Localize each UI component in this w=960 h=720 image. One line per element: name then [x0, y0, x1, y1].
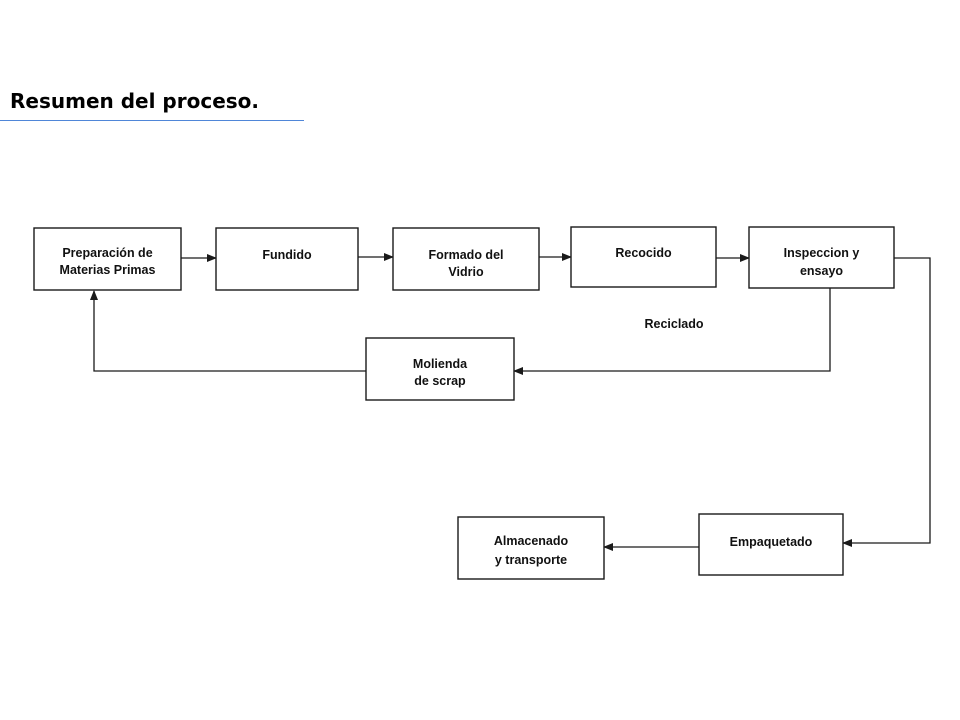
- arrow-inspeccion-to-empaquetado: [842, 257, 931, 547]
- node-empaquetado: Empaquetado: [698, 513, 844, 576]
- arrow-inspeccion-to-molienda: [513, 288, 831, 375]
- title-underline: [0, 120, 304, 121]
- node-recocido: Recocido: [570, 226, 717, 288]
- node-molienda-line-2: de scrap: [414, 374, 466, 388]
- node-fundido: Fundido: [215, 227, 359, 291]
- node-formado: Formado del Vidrio: [392, 227, 540, 291]
- node-formado-line-1: Formado del: [428, 248, 503, 262]
- arrow-molienda-to-preparacion: [90, 290, 366, 372]
- node-preparacion-line-1: Preparación de: [62, 246, 152, 260]
- edge-label-reciclado: Reciclado: [644, 317, 703, 331]
- node-molienda: Molienda de scrap: [365, 337, 515, 401]
- node-recocido-line-1: Recocido: [615, 246, 672, 260]
- node-inspeccion-line-2: ensayo: [800, 264, 843, 278]
- slide-title: Resumen del proceso.: [10, 89, 259, 113]
- node-almacenado-line-1: Almacenado: [494, 534, 569, 548]
- node-preparacion-line-2: Materias Primas: [60, 263, 156, 277]
- node-formado-line-2: Vidrio: [448, 265, 484, 279]
- node-almacenado: Almacenado y transporte: [457, 516, 605, 580]
- node-fundido-line-1: Fundido: [262, 248, 312, 262]
- node-empaquetado-line-1: Empaquetado: [730, 535, 813, 549]
- node-preparacion: Preparación de Materias Primas: [33, 227, 182, 291]
- node-almacenado-line-2: y transporte: [495, 553, 567, 567]
- node-molienda-line-1: Molienda: [413, 357, 468, 371]
- node-inspeccion-line-1: Inspeccion y: [784, 246, 860, 260]
- node-inspeccion: Inspeccion y ensayo: [748, 226, 895, 289]
